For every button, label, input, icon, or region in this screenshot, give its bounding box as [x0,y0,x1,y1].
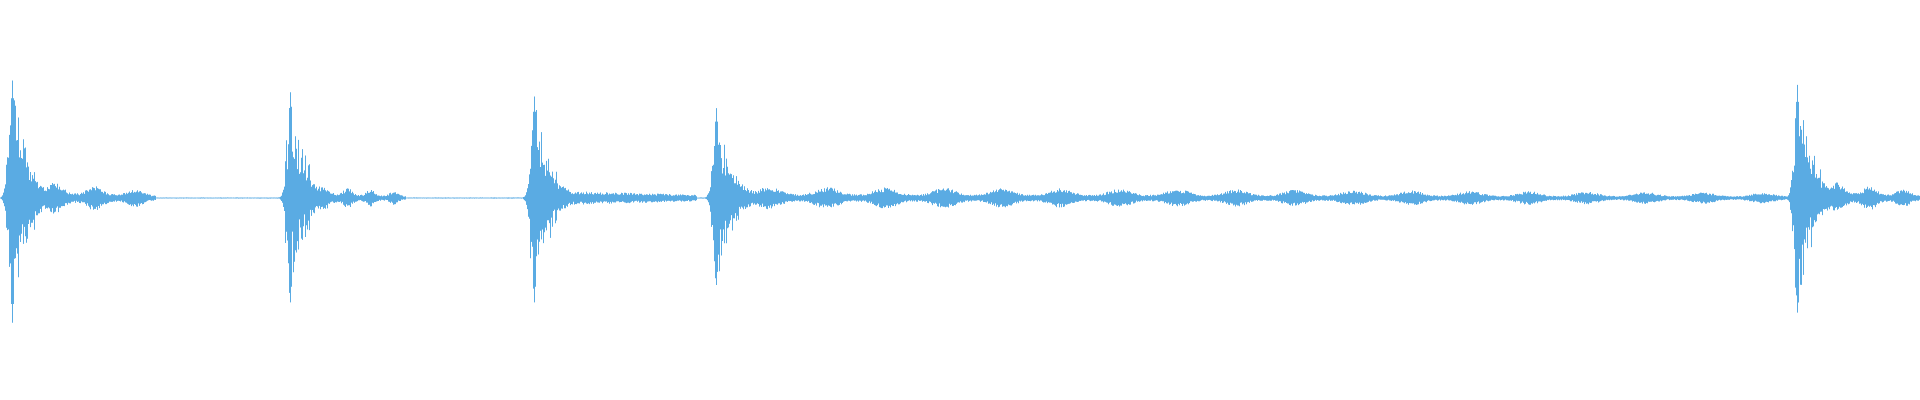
waveform-trace [0,80,1920,323]
waveform-samples [0,80,1920,323]
